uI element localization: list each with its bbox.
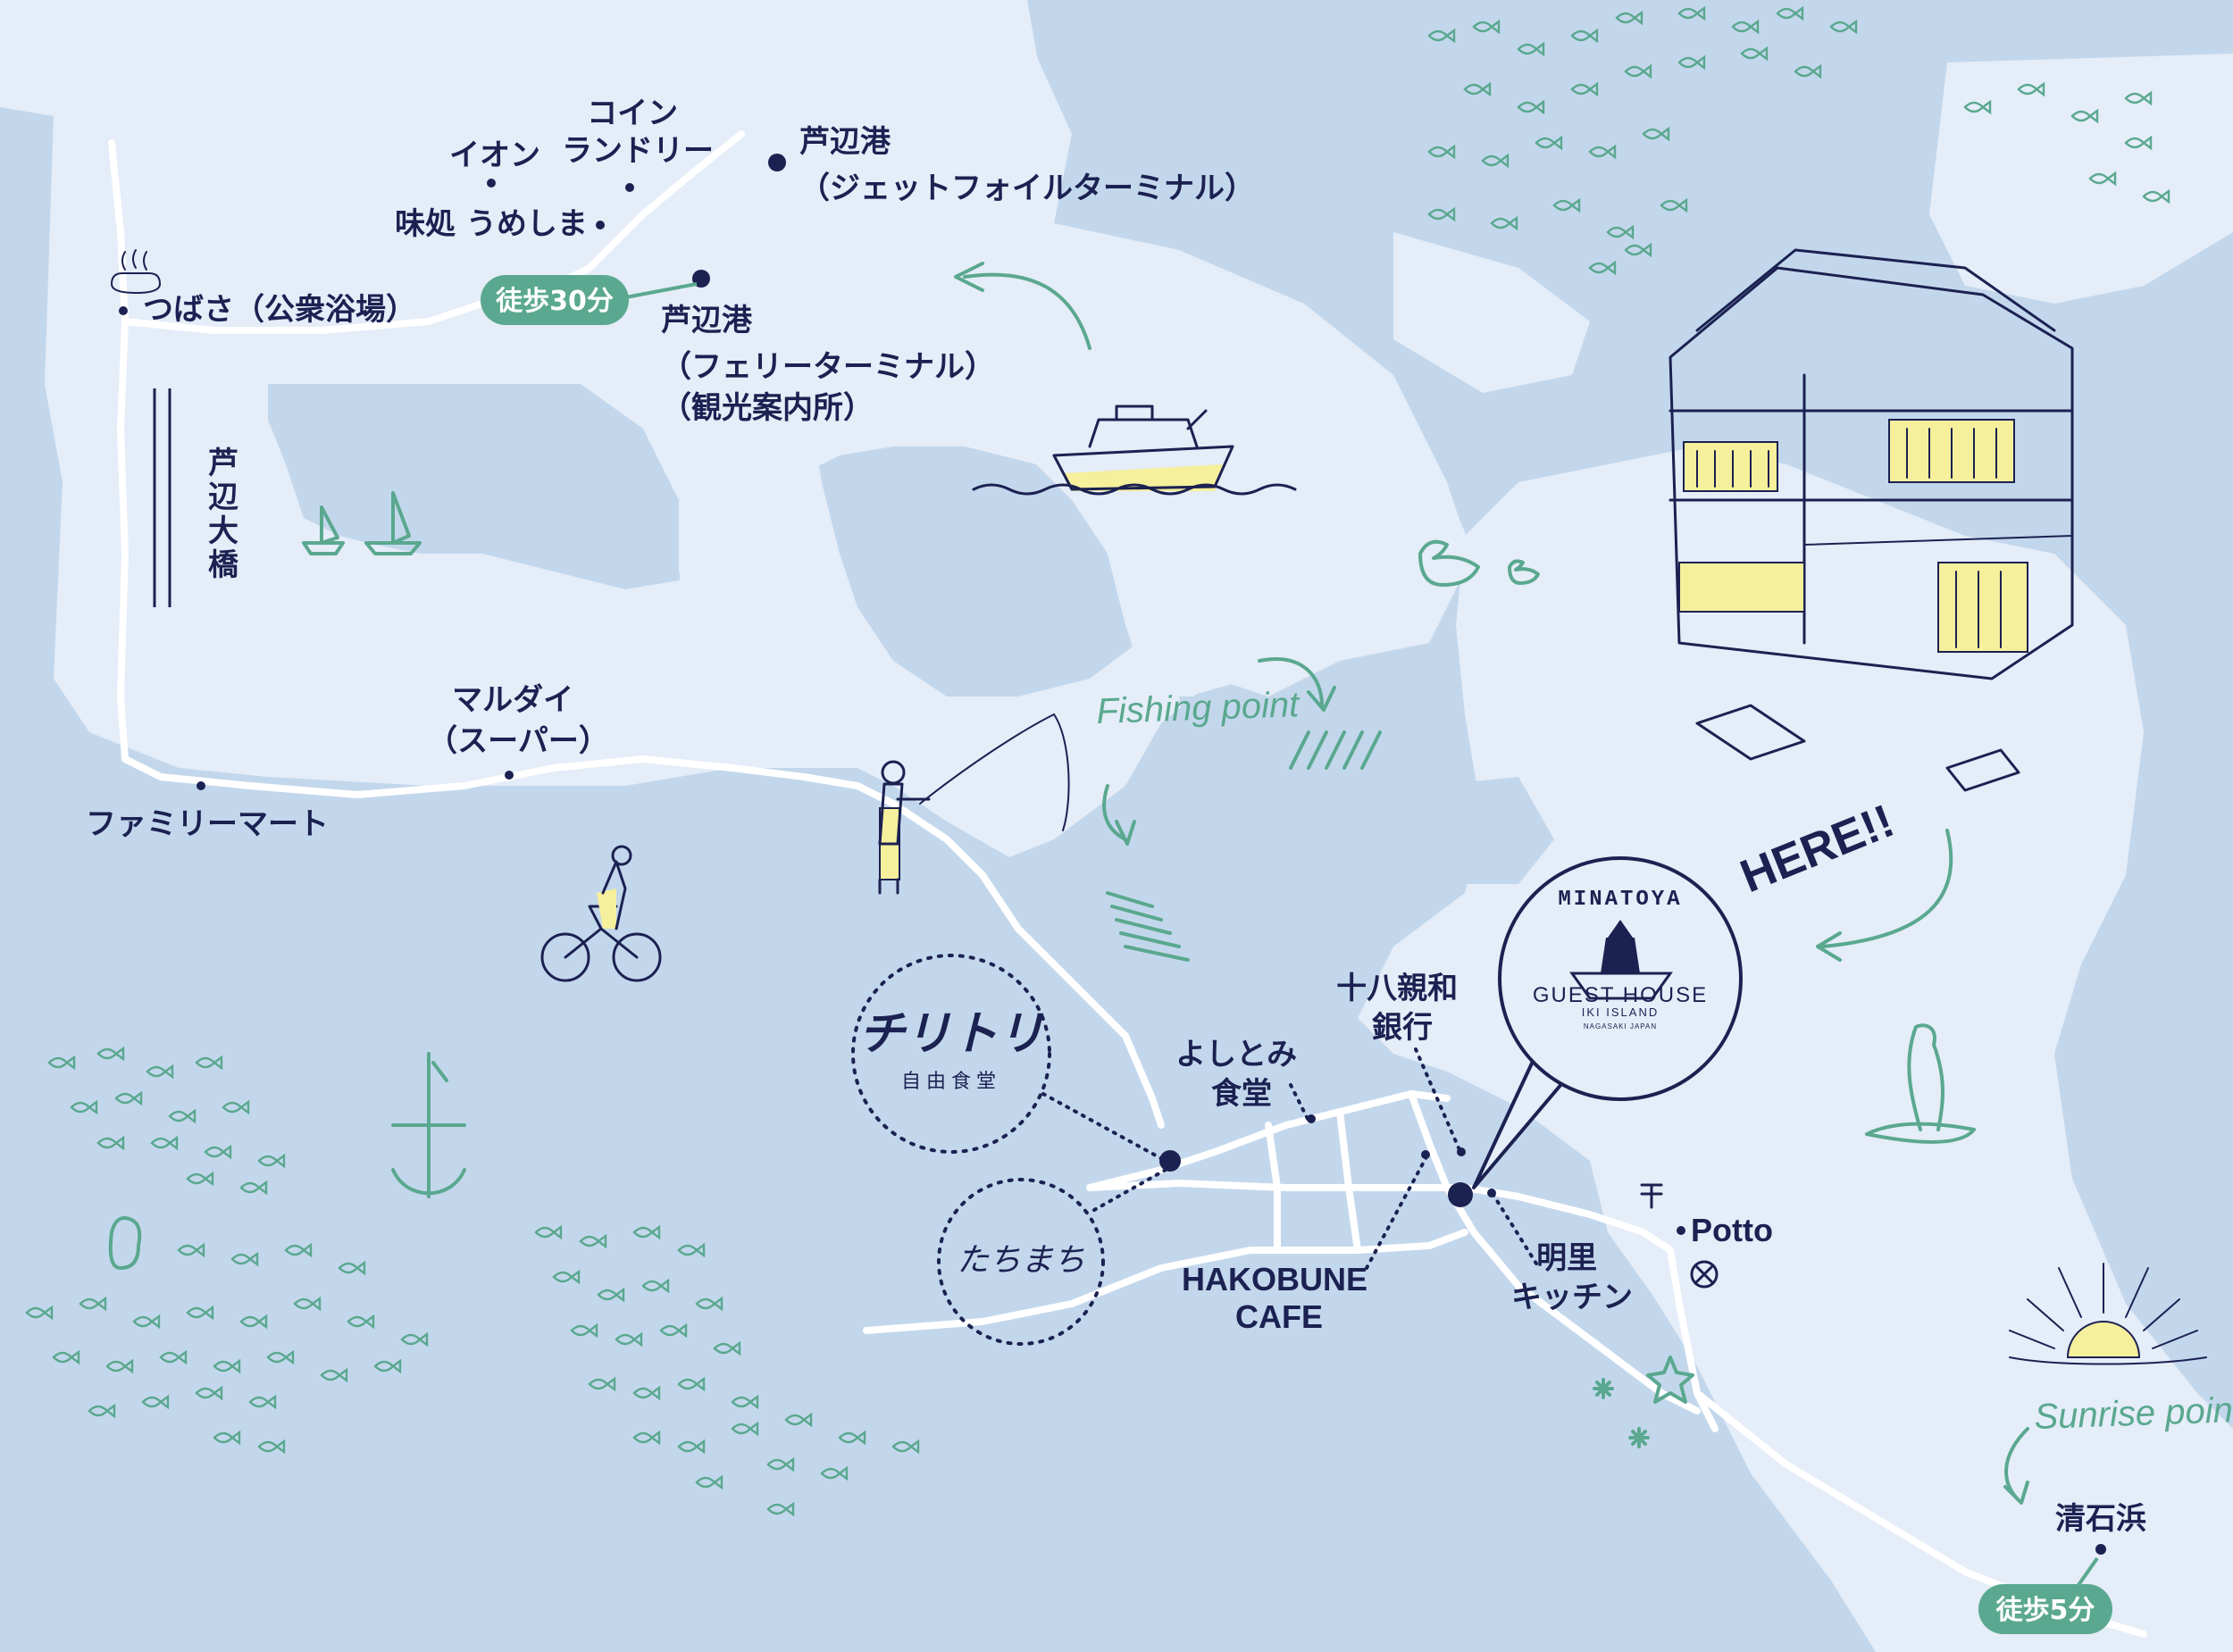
cyclist [540,845,662,982]
marker-potto [1677,1226,1685,1235]
marker-minatoya [1448,1182,1473,1207]
label-ajidokoro: 味処 うめしま [395,206,588,242]
fisherman [878,713,1070,895]
guesthouse-building [1668,248,2074,792]
label-aeon: イオン [449,138,540,173]
chiritori-logo[interactable] [851,954,1051,1154]
hot-spring-icon [111,249,161,294]
marker-ashibe-ferry [692,270,710,288]
label-kiyoishi: 清石浜 [2055,1501,2146,1537]
roads [108,130,2147,1638]
minatoya-subtitle: GUEST HOUSE [1533,983,1708,1007]
minatoya-subtitle-3: NAGASAKI JAPAN [1584,1022,1657,1030]
fishing-arrows [1102,657,1336,846]
marker-tsubasa [119,306,128,315]
label-ashibe-jetfoil: 芦辺港 （ジェットフォイルターミナル） [799,124,1255,206]
walk-5-pill: 徒歩5分 [1978,1584,2112,1634]
bridge-ashibe [153,388,171,607]
label-ashibe-bridge: 芦 辺 大 橋 [208,446,249,583]
fish-school-bottom-middle [534,1224,920,1517]
anchor-icon [391,1052,466,1198]
marker-marudai [505,771,514,780]
marker-kiyoishi [2095,1544,2106,1555]
urchins [1593,1378,1650,1448]
marker-bank [1457,1147,1466,1156]
label-potto: Potto [1691,1212,1773,1248]
marker-coin-laundry [625,183,634,192]
fish-school-top [1427,5,2170,276]
tachimachi-logo[interactable] [937,1178,1105,1346]
label-coin-laundry-l1: コイン [587,96,678,131]
sunrise-point-label: Sunrise point [2034,1390,2233,1437]
chiritori-title: チリトリ [858,1007,1044,1061]
label-coin-laundry-l2: ランドリー [562,133,714,169]
marker-chiritori [1159,1150,1181,1172]
marker-aeon [487,179,496,188]
marker-family-mart [197,781,205,790]
marker-ashibe-jetfoil [768,154,786,171]
marker-hakobune [1421,1150,1430,1159]
fish-school-bottom-left [25,1046,429,1455]
label-akari: 明里 キッチン [1511,1240,1633,1315]
post-office-icon [1640,1183,1663,1209]
tachimachi-title: たちまち [957,1242,1085,1279]
ducks [1418,539,1540,587]
starfish [1646,1356,1694,1404]
marker-ajidokoro [596,221,605,229]
chiritori-subtitle: 自由食堂 [901,1071,1001,1093]
ferry-boat [972,405,1297,496]
ghost-icon [108,1216,142,1270]
wave-hatch [1106,730,1382,962]
marker-yoshitomi [1307,1114,1316,1123]
minatoya-title: MINATOYA [1558,888,1682,912]
label-ashibe-ferry: 芦辺港 （フェリーターミナル） （観光案内所） [661,303,1006,426]
statue [1865,1023,1976,1144]
label-juhachi-bank: 十八親和 銀行 [1336,971,1468,1046]
svg-text:徒歩30分: 徒歩30分 [495,286,614,317]
label-hakobune: HAKOBUNE CAFE [1182,1261,1376,1335]
label-marudai: マルダイ （スーパー） [427,682,609,759]
sunrise-icon [2009,1263,2207,1365]
here-arrow [1816,829,1953,962]
markers [119,154,2106,1555]
marker-akari [1487,1189,1496,1197]
walk-30-pill: 徒歩30分 [481,275,629,325]
sunrise-arrow [2003,1427,2029,1505]
label-coin-laundry: コイン ランドリー [562,96,714,169]
label-yoshitomi: よしとみ 食堂 [1175,1037,1308,1112]
minatoya-logo[interactable] [1472,856,1743,1189]
police-box-icon [1690,1260,1719,1289]
labels: コイン ランドリー イオン 味処 うめしま 芦辺港 （ジェットフォイルターミナル… [86,96,2146,1537]
minatoya-subtitle-2: IKI ISLAND [1582,1005,1659,1019]
inner-harbor [581,36,1465,714]
sailboats [302,491,422,555]
ferry-arrow [954,262,1091,350]
svg-text:徒歩5分: 徒歩5分 [1995,1595,2095,1626]
label-family-mart: ファミリーマート [86,806,329,842]
leader-lines [1041,1047,1538,1270]
fishing-point-label: Fishing point [1096,685,1301,731]
label-tsubasa: つばさ（公衆浴場） [143,292,416,328]
